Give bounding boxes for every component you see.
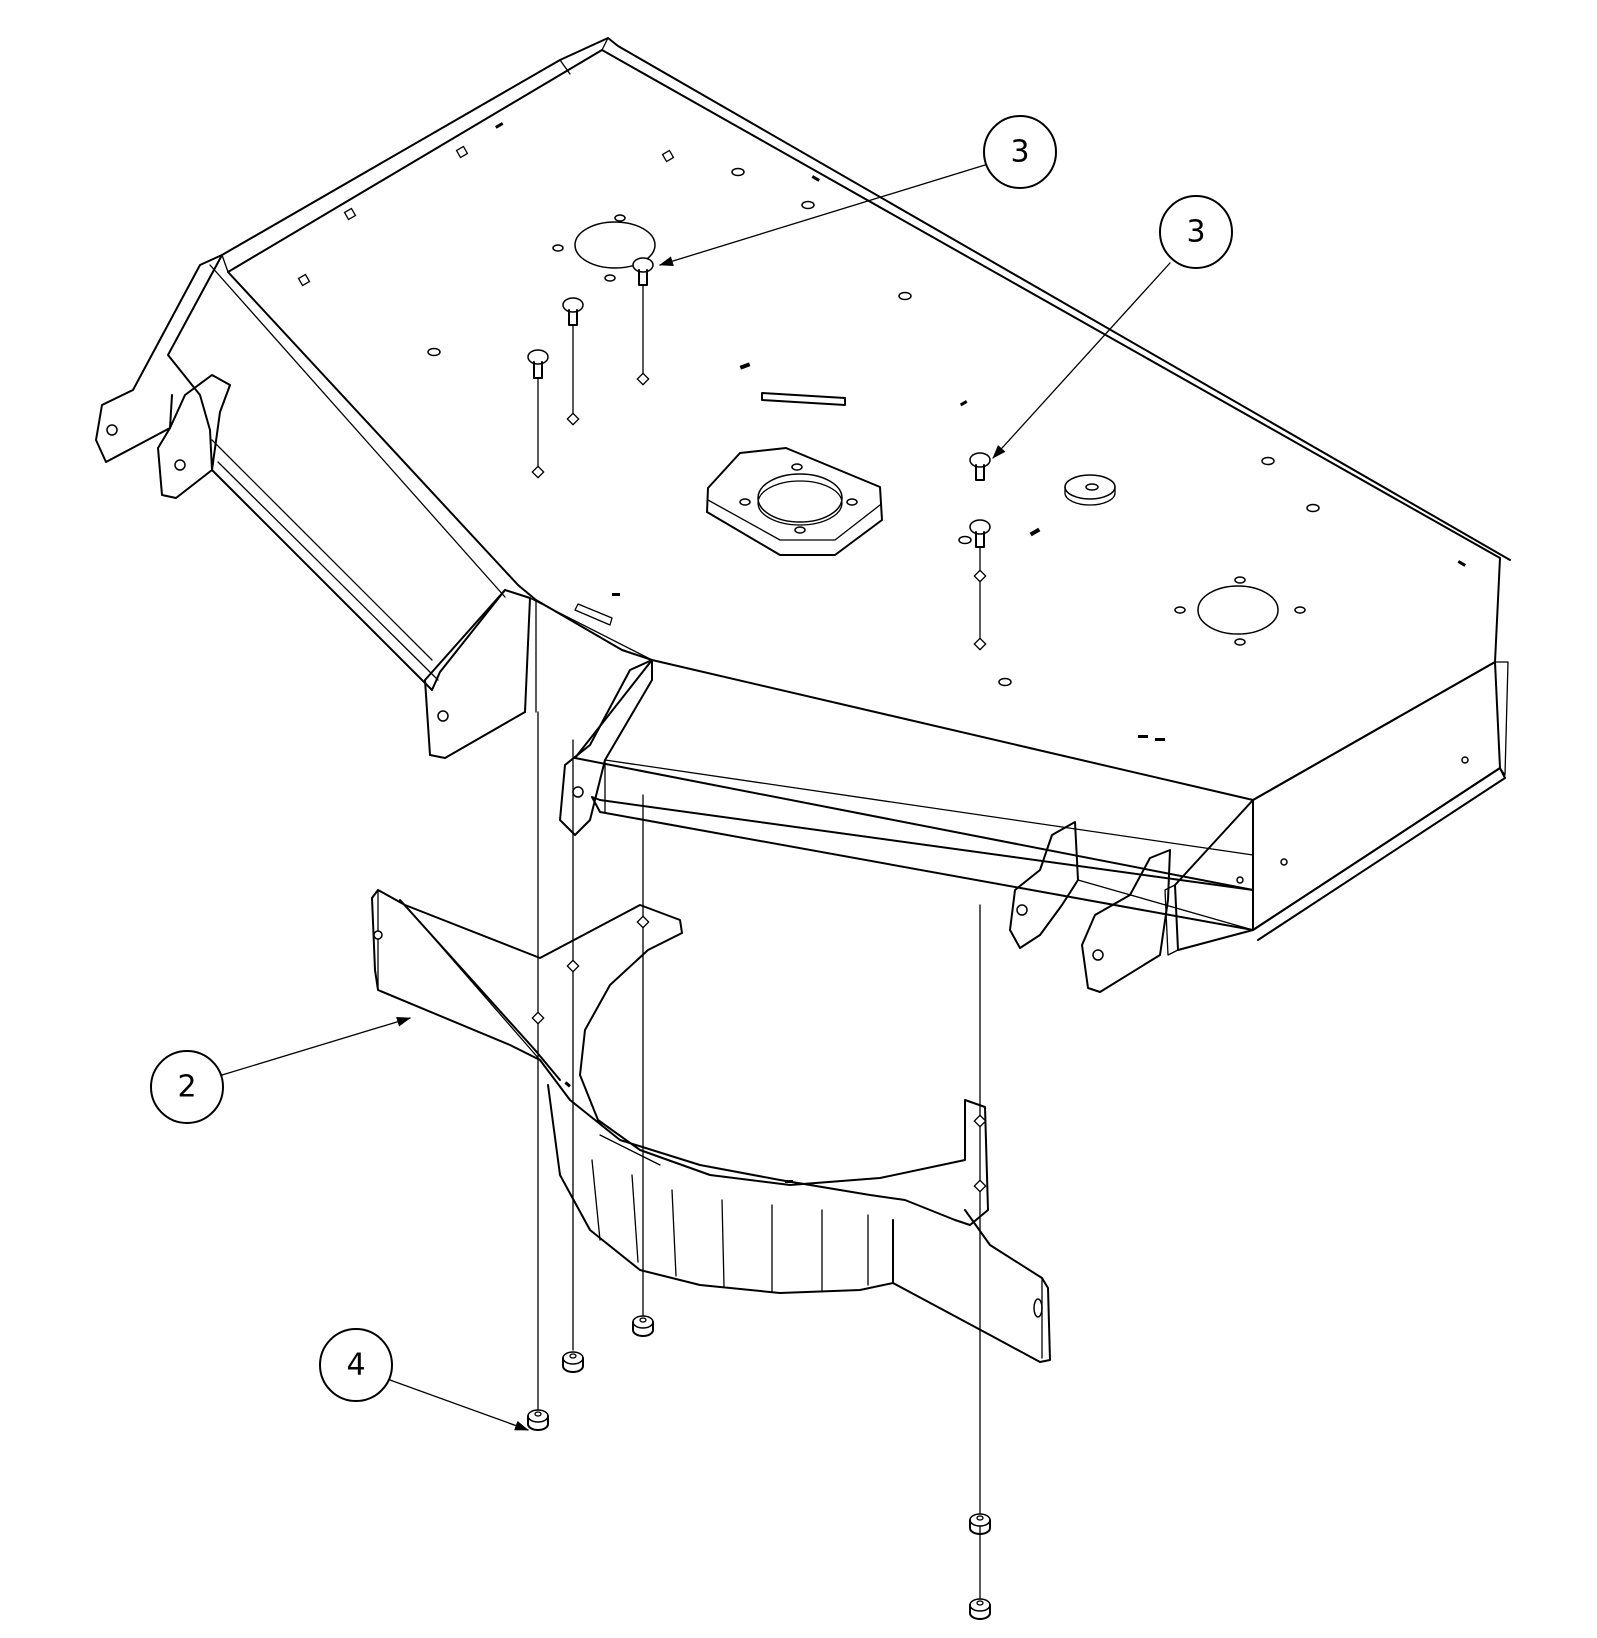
callout-4: 4 [319, 1328, 529, 1431]
carriage-bolt [969, 452, 991, 481]
callout-label: 3 [1010, 135, 1029, 170]
flange-nut [969, 1598, 991, 1620]
flange-nut [969, 1513, 991, 1535]
flange-nuts [527, 1315, 991, 1620]
carriage-bolt [527, 349, 549, 471]
callout-3-right: 3 [992, 195, 1233, 459]
assembly-lines [537, 711, 981, 1601]
flange-nut [632, 1315, 654, 1337]
carriage-bolt [632, 257, 654, 379]
carriage-bolts [527, 257, 991, 651]
callout-label: 2 [177, 1070, 196, 1105]
callout-label: 4 [346, 1348, 365, 1383]
mower-deck [95, 37, 1511, 993]
carriage-bolt [969, 519, 991, 646]
callout-label: 3 [1186, 215, 1205, 250]
callout-2: 2 [150, 1016, 411, 1124]
flange-nut [527, 1409, 549, 1431]
callout-3-top: 3 [659, 115, 1057, 266]
discharge-shield [371, 889, 1051, 1363]
carriage-bolt [562, 297, 584, 419]
flange-nut [562, 1351, 584, 1373]
